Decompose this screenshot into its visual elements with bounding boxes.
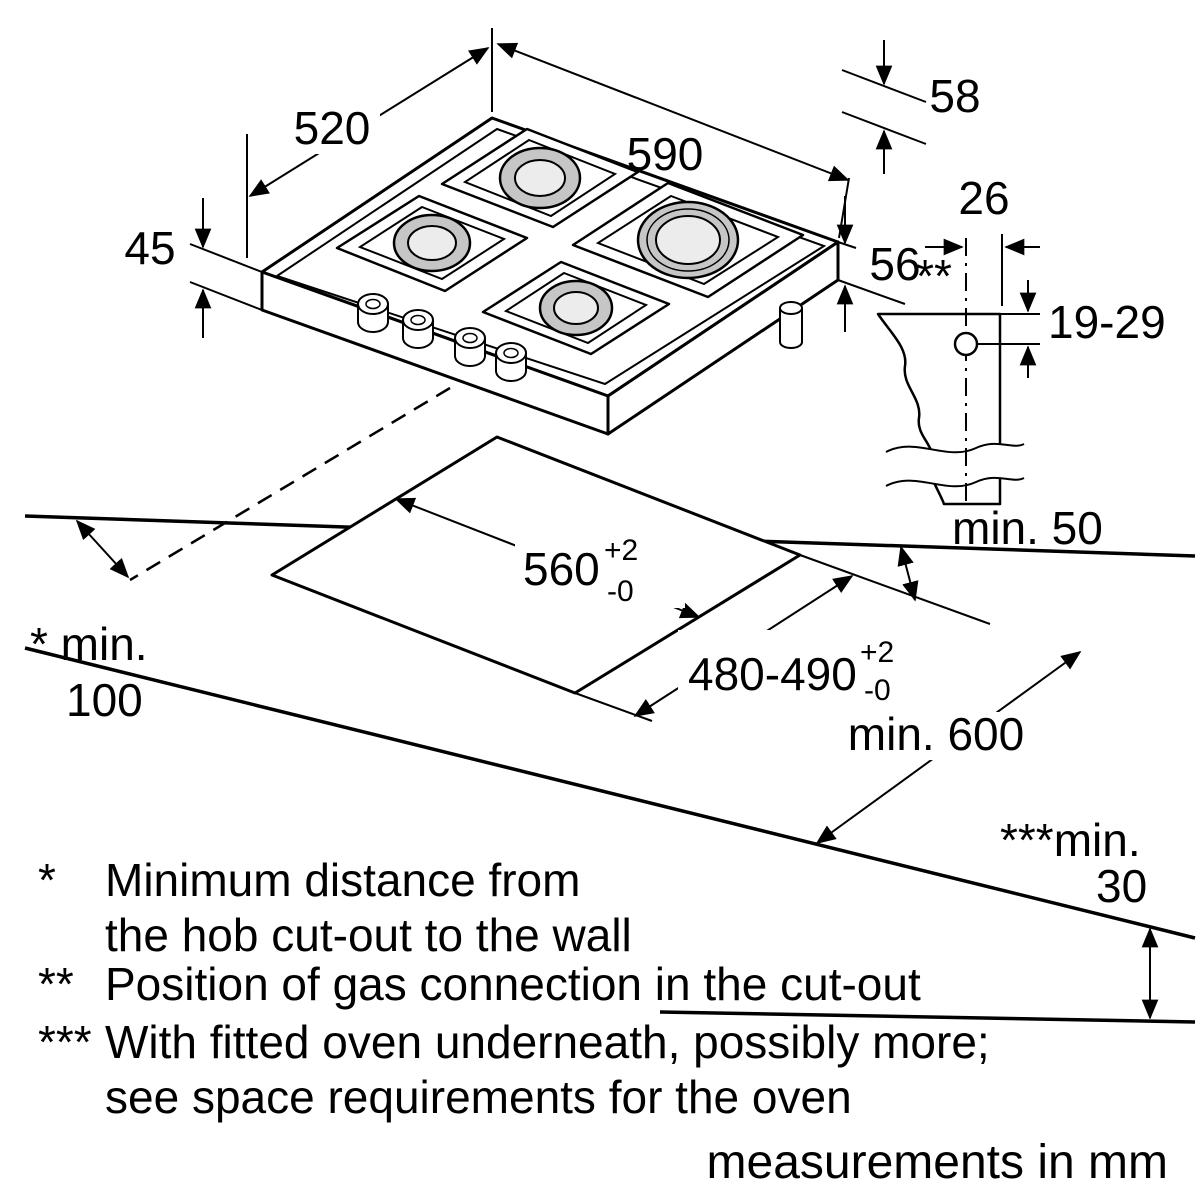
break-line-lower <box>885 476 1025 488</box>
burner-back <box>498 146 582 210</box>
oven-clearance-label-line1: ***min. <box>1000 814 1141 866</box>
label-mask <box>284 100 380 154</box>
gas-connection-hole <box>953 331 979 357</box>
dim-line <box>897 545 919 602</box>
range-label: 19-29 <box>1048 296 1166 348</box>
extension-line-upper <box>189 243 263 273</box>
footnotes: * Minimum distance from the hob cut-out … <box>38 854 1168 1189</box>
side-clearance-label-line2: 100 <box>66 674 143 726</box>
dimension-520-depth: 520 <box>246 28 493 258</box>
gas-inlet-stub <box>779 301 803 349</box>
height-rear-label: 56 <box>869 238 920 290</box>
dimension-cutout-width-560: 560 +2 -0 <box>394 497 701 619</box>
control-knob-1 <box>357 293 389 333</box>
footnote-triple-star-line1: With fitted oven underneath, possibly mo… <box>105 1016 990 1068</box>
dim-line <box>496 42 850 182</box>
depth-label: 520 <box>294 102 371 154</box>
cutout-width-label: 560 <box>523 543 600 595</box>
extension-line-lower <box>189 281 263 311</box>
reference-line-upper <box>841 69 927 103</box>
oven-top-edge-line <box>659 1010 1196 1024</box>
width-label: 590 <box>627 128 704 180</box>
dimension-rear-clearance-min50: min. 50 <box>897 502 1103 602</box>
burner-left <box>392 213 472 273</box>
dimension-26-offset: 26 ** <box>916 172 1040 306</box>
footnote-triple-star-marker: *** <box>38 1016 92 1068</box>
dimension-45-thickness: 45 <box>124 198 263 338</box>
footnote-double-star-line1: Position of gas connection in the cut-ou… <box>105 958 921 1010</box>
cutout-depth-label: 480-490 <box>688 648 857 700</box>
hob-isometric <box>260 116 840 436</box>
dimension-590-width: 590 <box>496 42 850 239</box>
dimension-19-29-range: 19-29 <box>977 280 1166 378</box>
thickness-label: 45 <box>124 222 175 274</box>
offset-label: 26 <box>958 172 1009 224</box>
dim-line <box>75 519 130 579</box>
control-knob-4 <box>495 342 527 382</box>
extension-line-bottom <box>574 692 653 722</box>
footnote-star-line1: Minimum distance from <box>105 854 580 906</box>
front-clearance-label: min. 600 <box>848 708 1024 760</box>
gas-position-marker: ** <box>916 250 952 302</box>
extension-line-top <box>799 554 991 625</box>
cutout-width-tol-plus: +2 <box>604 534 638 567</box>
control-knob-2 <box>402 309 434 349</box>
footnote-star-marker: * <box>38 854 56 906</box>
footnote-double-star-marker: ** <box>38 958 74 1010</box>
extension-line-upper <box>837 241 857 249</box>
hob-alignment-dashed-line <box>129 386 451 582</box>
break-line-upper <box>885 442 1025 454</box>
dimension-front-clearance-min600: min. 600 <box>815 651 1082 844</box>
break-band <box>886 443 1024 487</box>
cutout-depth-tol-plus: +2 <box>860 636 894 669</box>
label-mask <box>828 712 1046 760</box>
extension-line-lower <box>837 279 906 305</box>
cutout-depth-tol-minus: -0 <box>864 674 891 707</box>
gas-connection-detail: 26 ** 19-29 <box>876 172 1166 508</box>
dimension-side-clearance-min100: * min. 100 <box>30 519 148 726</box>
footnote-star-line2: the hob cut-out to the wall <box>105 909 632 961</box>
burner-right-wok <box>636 200 740 280</box>
cutout-width-tol-minus: -0 <box>607 575 634 608</box>
dimension-58-height: 58 <box>841 40 981 174</box>
dimension-oven-clearance-min30: ***min. 30 <box>1000 814 1159 1020</box>
footnote-triple-star-line2: see space requirements for the oven <box>105 1071 852 1123</box>
oven-clearance-label-line2: 30 <box>1096 860 1147 912</box>
reference-line-lower <box>841 111 927 145</box>
worktop-front-edge-line <box>24 646 1196 940</box>
units-note: measurements in mm <box>707 1136 1168 1189</box>
control-knob-3 <box>454 327 486 367</box>
burner-front <box>538 279 614 337</box>
height-label: 58 <box>929 70 980 122</box>
rear-clearance-label: min. 50 <box>952 502 1103 554</box>
side-clearance-label-line1: * min. <box>30 618 148 670</box>
dimension-56-height-rear: 56 <box>836 196 921 332</box>
